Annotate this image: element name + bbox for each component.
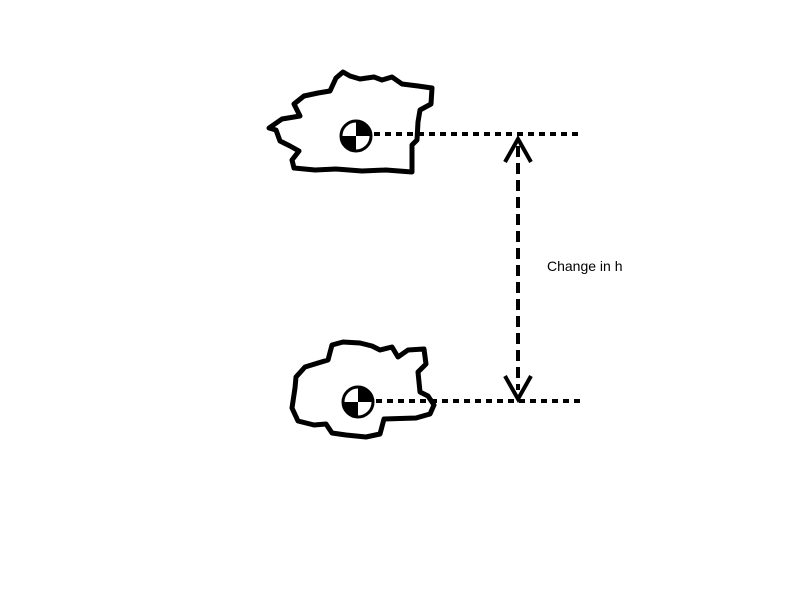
lower-center-of-mass-icon (341, 385, 375, 419)
lower-object-outline (289, 339, 437, 440)
upper-center-of-mass-icon (339, 119, 373, 153)
arrow-head-down-icon (503, 375, 533, 404)
upper-object-outline (266, 69, 435, 175)
arrow-head-up-icon (503, 134, 533, 163)
change-in-h-label: Change in h (547, 258, 623, 274)
